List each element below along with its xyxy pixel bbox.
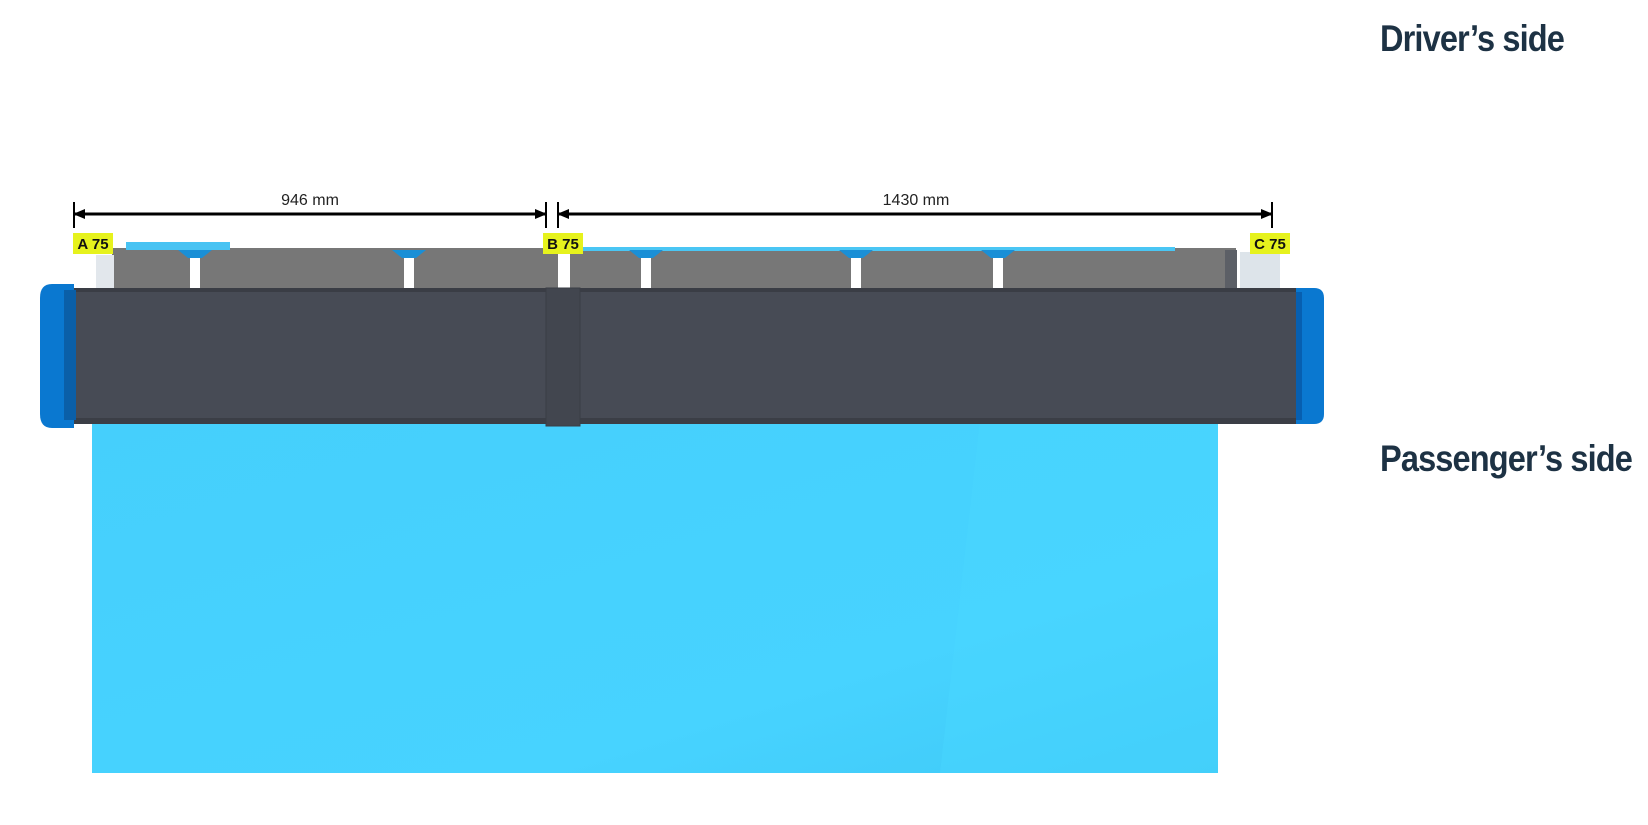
dimension-1430: 1430 mm <box>557 192 1273 228</box>
dimension-946: 946 mm <box>73 192 547 228</box>
right-end-cap <box>1296 288 1324 424</box>
mount-label-a: A 75 <box>77 236 108 253</box>
dimension-label-946: 946 mm <box>281 192 339 209</box>
box-lid <box>96 242 1280 290</box>
roof-box-diagram: 946 mm 1430 mm A 75 B 75 C 75 <box>40 192 1324 773</box>
mount-label-b: B 75 <box>547 236 579 253</box>
support-posts <box>178 250 1015 290</box>
mount-badge-c: C 75 <box>1250 233 1290 254</box>
dimension-label-1430: 1430 mm <box>883 192 950 209</box>
driver-side-label: Driver’s side <box>1380 18 1565 59</box>
box-seam <box>545 287 581 427</box>
box-body <box>70 288 1300 424</box>
mount-label-c: C 75 <box>1254 236 1286 253</box>
mount-badge-b: B 75 <box>543 233 583 254</box>
roof-highlight <box>940 420 1218 773</box>
vehicle-roof <box>92 420 1218 773</box>
mount-badge-a: A 75 <box>73 233 113 254</box>
passenger-side-label: Passenger’s side <box>1380 438 1633 479</box>
